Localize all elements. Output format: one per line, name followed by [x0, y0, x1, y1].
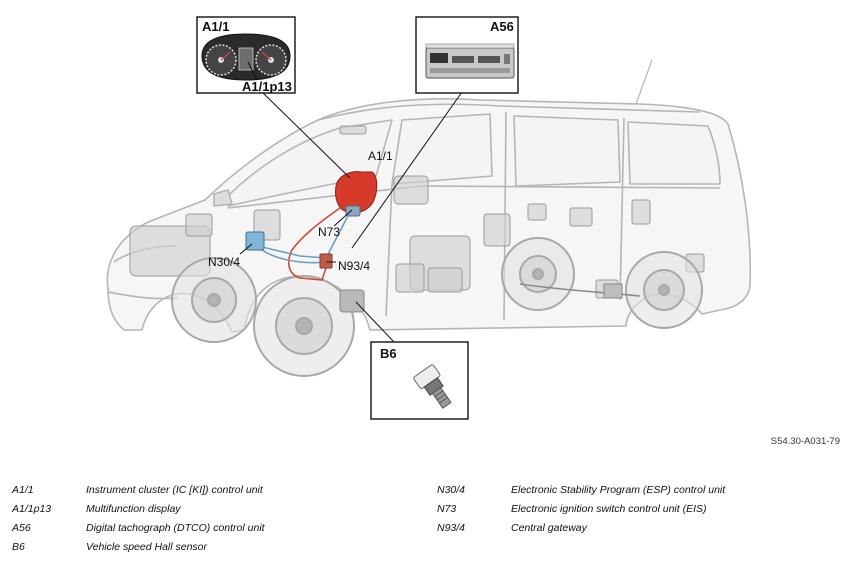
engine-block [129, 225, 211, 277]
van-door-seam-rear [619, 117, 625, 301]
front-right-wheel [253, 275, 355, 377]
callout-box-a1-1: A1/1 A1/1p13 [196, 16, 296, 94]
van-illustration [106, 59, 752, 333]
legend-item: N73 Electronic ignition switch control un… [437, 501, 707, 517]
van-mirror [213, 189, 233, 207]
inline-n93-4-label: N93/4 [338, 259, 370, 273]
leader-n30-4 [239, 243, 253, 255]
callout-box-a56: A56 [415, 16, 519, 94]
tachograph-device [425, 43, 515, 79]
inline-a1-1-label: A1/1 [368, 149, 393, 163]
figure-code: S54.30-A031-79 [770, 436, 840, 447]
van-antenna [635, 59, 653, 105]
rear-axle-line [519, 283, 641, 297]
rear-right-wheel [625, 251, 703, 329]
callout-box-b6: B6 [370, 341, 469, 420]
legend-item: B6 Vehicle speed Hall sensor [12, 539, 207, 555]
legend-item: A56 Digital tachograph (DTCO) control uni… [12, 520, 265, 536]
legend-code: B6 [12, 541, 25, 553]
ignition-switch-unit [345, 205, 361, 217]
hall-sensor-part [413, 364, 452, 409]
rear-left-wheel [501, 237, 575, 311]
legend-description: Central gateway [511, 522, 587, 534]
legend-code: N73 [437, 503, 457, 515]
front-left-wheel [171, 257, 257, 343]
callout-a1-1-label: A1/1 [202, 19, 229, 34]
wiring-blue [257, 211, 351, 259]
module-mid-2 [527, 203, 547, 221]
vehicle-diagram: A1/1 A1/1p13 A56 B6 A1/1 N73 N30/4 [106, 16, 752, 420]
legend-code: A1/1p13 [12, 503, 52, 515]
module-floor-1 [395, 263, 425, 293]
callout-a56-label: A56 [490, 19, 514, 34]
legend: A1/1 Instrument cluster (IC [KI]) control… [12, 482, 852, 562]
van-windshield [227, 119, 393, 207]
engine-component-2 [185, 213, 213, 237]
speedometer-dial [205, 44, 237, 76]
steering-column [339, 125, 367, 135]
tachometer-dial [255, 44, 287, 76]
leader-a1-1p13 [247, 61, 258, 81]
legend-code: N30/4 [437, 484, 466, 496]
rear-brake-module [603, 283, 623, 299]
legend-description: Instrument cluster (IC [KI]) control uni… [86, 484, 263, 496]
legend-description: Vehicle speed Hall sensor [86, 541, 208, 553]
legend-description: Digital tachograph (DTCO) control unit [86, 522, 265, 534]
inline-n73-label: N73 [318, 225, 340, 239]
inline-n30-4-label: N30/4 [208, 255, 240, 269]
leader-a1-1 [261, 91, 351, 179]
legend-item: N30/4 Electronic Stability Program (ESP) … [437, 482, 725, 498]
leader-a56 [351, 91, 463, 249]
leader-lines [239, 91, 463, 343]
wheels [171, 237, 703, 377]
van-rear-window [627, 121, 721, 185]
speed-sensor-mount [339, 289, 365, 313]
legend-description: Multifunction display [86, 503, 181, 515]
callout-a1-1p13-label: A1/1p13 [242, 79, 292, 94]
module-mid-1 [483, 213, 511, 247]
module-mid-3 [569, 207, 593, 227]
module-rear-1 [631, 199, 651, 225]
leader-n73 [333, 209, 353, 227]
legend-item: N93/4 Central gateway [437, 520, 587, 536]
legend-item: A1/1 Instrument cluster (IC [KI]) control… [12, 482, 263, 498]
legend-code: A1/1 [12, 484, 34, 496]
legend-description: Electronic ignition switch control unit … [511, 503, 707, 515]
wiring-red [287, 207, 341, 281]
module-floor-2 [427, 267, 463, 293]
leader-b6 [355, 301, 395, 343]
legend-code: A56 [12, 522, 31, 534]
van-roof-line [317, 103, 701, 121]
legend-description: Electronic Stability Program (ESP) contr… [511, 484, 726, 496]
dash-component [393, 175, 429, 205]
instrument-cluster-unit [335, 171, 378, 213]
callout-b6-label: B6 [380, 346, 397, 361]
van-front-bumper [107, 291, 179, 300]
van-front-window [391, 113, 493, 185]
legend-code: N93/4 [437, 522, 466, 534]
central-gateway-unit [319, 253, 333, 269]
van-sliding-window [513, 115, 621, 187]
van-door-seam-front [385, 183, 393, 317]
legend-item: A1/1p13 Multifunction display [12, 501, 181, 517]
